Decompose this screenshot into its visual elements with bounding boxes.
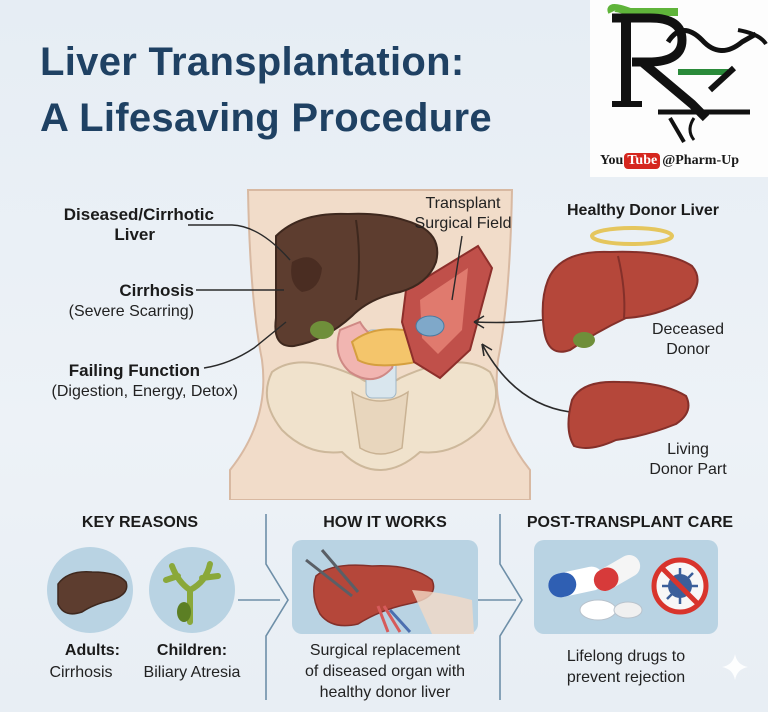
pointer-failing <box>203 321 287 369</box>
care-line2: prevent rejection <box>566 669 686 686</box>
section-dividers <box>238 514 523 700</box>
label-failing-sub: (Digestion, Energy, Detox) <box>51 383 238 400</box>
youtube-channel: @Pharm-Up <box>662 153 739 168</box>
donor-gallbladder <box>573 332 595 348</box>
label-cirrhosis: Cirrhosis <box>119 281 194 300</box>
label-living-line1: Living <box>667 441 709 458</box>
sacrum <box>351 390 409 455</box>
how-line2: of diseased organ with <box>304 663 466 680</box>
surgery-illustration <box>292 540 478 634</box>
reasons-heading: KEY REASONS <box>81 514 199 531</box>
sparkle-icon <box>722 654 748 680</box>
pointer-surgical-field <box>451 235 463 301</box>
portal-vessel <box>415 315 445 337</box>
how-line1: Surgical replacement <box>309 642 461 659</box>
rx-logo-icon <box>607 4 768 144</box>
label-transplant-line2: Surgical Field <box>414 215 512 232</box>
diseased-liver <box>274 212 439 348</box>
living-donor-liver <box>567 380 690 449</box>
deceased-donor-liver <box>541 250 699 353</box>
children-label: Children: <box>156 642 228 659</box>
gallbladder <box>310 321 334 339</box>
pointer-diseased <box>188 224 291 261</box>
children-value: Biliary Atresia <box>143 664 241 681</box>
how-heading: HOW IT WORKS <box>323 514 447 531</box>
anatomy-illustration <box>188 189 699 500</box>
adult-liver-icon <box>47 547 133 633</box>
adults-label: Adults: <box>64 642 120 659</box>
page-title-line2: A Lifesaving Procedure <box>40 96 492 140</box>
scalpel-icon <box>305 549 360 598</box>
adults-value: Cirrhosis <box>49 664 113 681</box>
halo-icon <box>590 226 674 246</box>
label-healthy-donor: Healthy Donor Liver <box>566 202 720 219</box>
label-deceased-line2: Donor <box>666 341 710 358</box>
label-deceased-line1: Deceased <box>651 321 725 338</box>
youtube-handle: You Tube @Pharm-Up <box>600 150 739 172</box>
rx-logo: You Tube @Pharm-Up <box>590 0 768 177</box>
care-line1: Lifelong drugs to <box>566 648 686 665</box>
label-transplant-line1: Transplant <box>425 195 501 212</box>
page-title-line1: Liver Transplantation: <box>40 40 465 84</box>
no-virus-icon <box>651 557 709 615</box>
label-failing: Failing Function <box>68 361 200 380</box>
arrow-living <box>481 343 571 413</box>
biliary-tree-icon <box>149 547 235 633</box>
youtube-icon: Tube <box>624 153 661 169</box>
medication-illustration <box>534 540 718 634</box>
pill-capsule-icon <box>548 555 643 621</box>
liver-scar <box>291 257 322 292</box>
label-cirrhosis-sub: (Severe Scarring) <box>68 303 194 320</box>
care-heading: POST-TRANSPLANT CARE <box>526 514 734 531</box>
youtube-you: You <box>600 153 624 168</box>
label-diseased-line1: Diseased/Cirrhotic <box>63 205 214 224</box>
label-living-line2: Donor Part <box>649 461 727 478</box>
how-line3: healthy donor liver <box>319 684 451 701</box>
label-diseased-line2: Liver <box>114 225 155 244</box>
